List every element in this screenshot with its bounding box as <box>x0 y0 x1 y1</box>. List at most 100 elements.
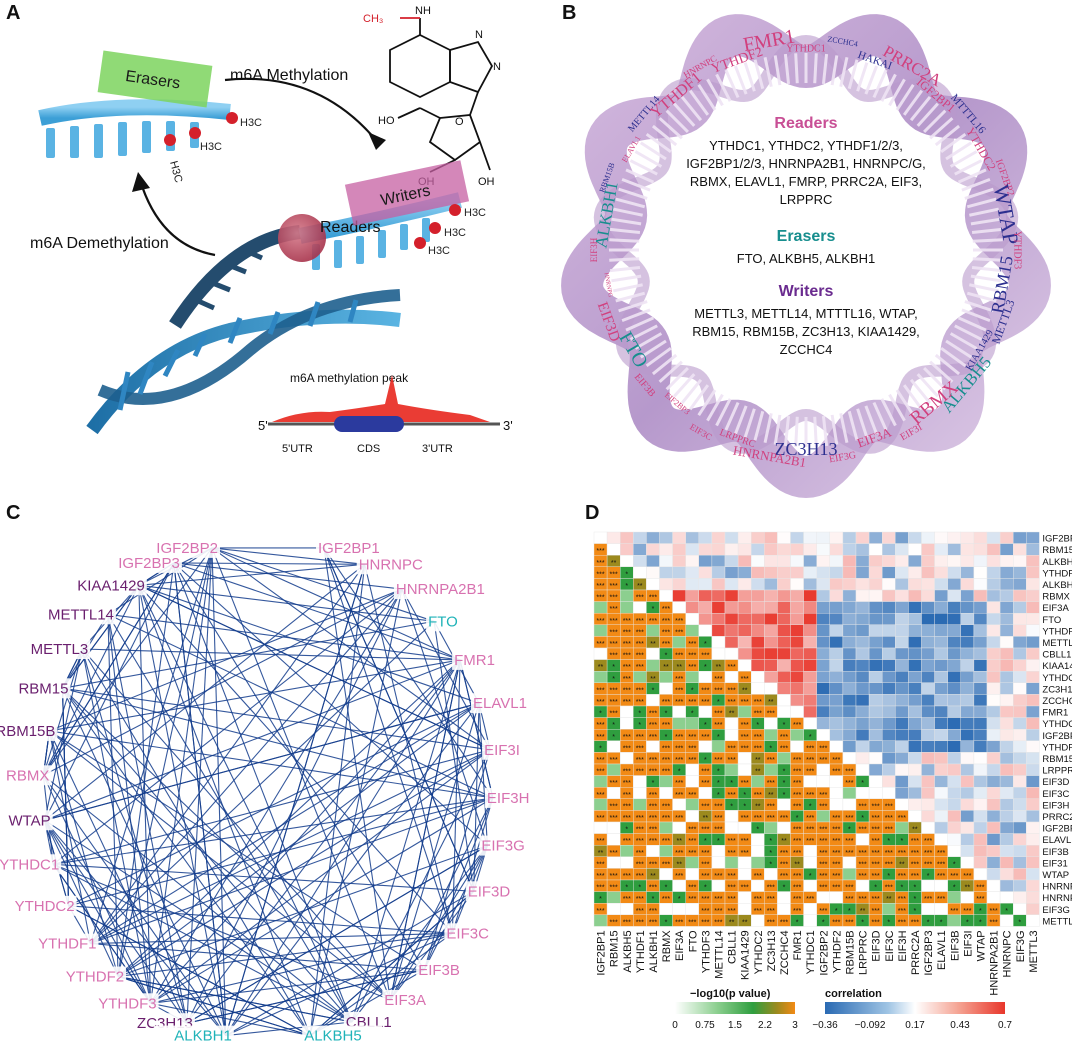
heatmap-row-label: ELAVL1 <box>1042 835 1072 846</box>
ring-base-pair <box>971 265 1003 273</box>
significance-mark: *** <box>649 827 657 834</box>
heatmap-col-label: HNRNPA2B1 <box>989 930 1001 995</box>
significance-mark: *** <box>872 827 880 834</box>
significance-mark: *** <box>596 583 604 590</box>
heatmap-cell <box>593 601 608 614</box>
heatmap-cell <box>934 821 948 834</box>
significance-mark: *** <box>754 873 762 880</box>
significance-mark: *** <box>819 803 827 810</box>
heatmap-cell <box>882 659 896 672</box>
heatmap-cell <box>999 868 1014 881</box>
heatmap-cell <box>646 624 660 637</box>
heatmap-cell <box>986 787 1001 800</box>
network-edge <box>211 547 435 622</box>
heatmap-cell <box>999 566 1014 579</box>
heatmap-cell <box>973 694 988 707</box>
heatmap-cell <box>829 670 844 683</box>
heatmap-cell <box>764 555 778 568</box>
heatmap-cell <box>986 647 1001 660</box>
heatmap-cell <box>908 670 922 683</box>
significance-mark: * <box>914 896 917 903</box>
heatmap-cell <box>973 670 988 683</box>
heatmap-cell <box>1026 543 1040 556</box>
significance-mark: *** <box>662 745 670 752</box>
heatmap-cell <box>855 624 870 637</box>
significance-mark: *** <box>767 908 775 915</box>
c-legend-tick: 0.43 <box>950 1020 970 1031</box>
heatmap-cell <box>1013 647 1027 660</box>
heatmap-cell <box>908 647 922 660</box>
significance-mark: *** <box>701 734 709 741</box>
network-edge <box>173 562 402 590</box>
ring-base-pair <box>609 238 640 243</box>
significance-mark: * <box>678 769 681 776</box>
heatmap-cell <box>685 555 699 568</box>
network-edge <box>138 585 353 1023</box>
heatmap-cell <box>999 647 1014 660</box>
significance-mark: *** <box>610 583 618 590</box>
significance-mark: *** <box>990 919 998 926</box>
significance-mark: * <box>665 653 668 660</box>
heatmap-cell <box>790 601 804 614</box>
ring-label: YTHDF3 <box>1012 231 1023 269</box>
significance-mark: * <box>717 792 720 799</box>
heatmap-cell <box>724 636 739 649</box>
heatmap-cell <box>882 682 896 695</box>
ring-base-pair <box>972 257 1003 262</box>
significance-mark: *** <box>754 745 762 752</box>
heatmap-cell <box>685 856 699 869</box>
node-background <box>0 720 58 741</box>
heatmap-cell <box>711 647 726 660</box>
significance-mark: *** <box>596 571 604 578</box>
network-node-label: YTHDF1 <box>38 936 96 953</box>
network-edge <box>323 547 391 1000</box>
heatmap-cell <box>619 555 634 568</box>
network-edge <box>211 547 461 661</box>
significance-mark: *** <box>714 711 722 718</box>
heatmap-cell <box>999 856 1014 869</box>
nucleoside-labels: CH₃ NH N N HO O OH OH <box>363 5 501 188</box>
network-edge <box>138 584 491 751</box>
heatmap-col-label: ALKBH1 <box>648 930 660 972</box>
significance-mark: *** <box>741 734 749 741</box>
heatmap-cell <box>803 589 817 602</box>
ring-base-pair <box>612 207 643 217</box>
significance-mark: * <box>953 885 956 892</box>
significance-mark: *** <box>714 919 722 926</box>
heatmap-cell <box>895 555 909 568</box>
significance-mark: * <box>874 885 877 892</box>
significance-mark: *** <box>610 641 618 648</box>
heatmap-cell <box>685 601 699 614</box>
heatmap-cell <box>960 682 975 695</box>
heatmap-cell <box>1013 821 1027 834</box>
significance-mark: ** <box>768 792 774 799</box>
heatmap-cell <box>842 740 857 753</box>
heatmap-cell <box>908 624 922 637</box>
heatmap-cell <box>737 636 752 649</box>
heatmap-cell <box>1026 891 1040 904</box>
heatmap-cell <box>895 821 909 834</box>
panel-label-c: C <box>6 502 21 524</box>
heatmap-cell <box>803 914 817 927</box>
ring-label: ZC3H13 <box>775 439 838 459</box>
heatmap-cell <box>633 543 647 556</box>
heatmap-cell <box>1026 682 1040 695</box>
heatmap-cell <box>999 728 1014 741</box>
heatmap-cell <box>1026 578 1040 591</box>
heatmap-cell <box>842 555 857 568</box>
heatmap-cell <box>750 589 765 602</box>
heatmap-cell <box>973 787 988 800</box>
heatmap-cell <box>764 578 778 591</box>
significance-mark: *** <box>596 618 604 625</box>
heatmap-cell <box>868 682 883 695</box>
significance-mark: * <box>979 908 982 915</box>
ring-base-pair <box>621 308 651 322</box>
heatmap-cell <box>1013 798 1027 811</box>
heatmap-row-label: LRPPRC <box>1042 766 1072 777</box>
heatmap-cell <box>882 752 896 765</box>
heatmap-cell <box>855 717 870 730</box>
heatmap-cell <box>921 810 935 823</box>
heatmap-cell <box>1026 856 1040 869</box>
heatmap-col-label: WTAP <box>975 930 987 961</box>
heatmap-cell <box>842 589 857 602</box>
